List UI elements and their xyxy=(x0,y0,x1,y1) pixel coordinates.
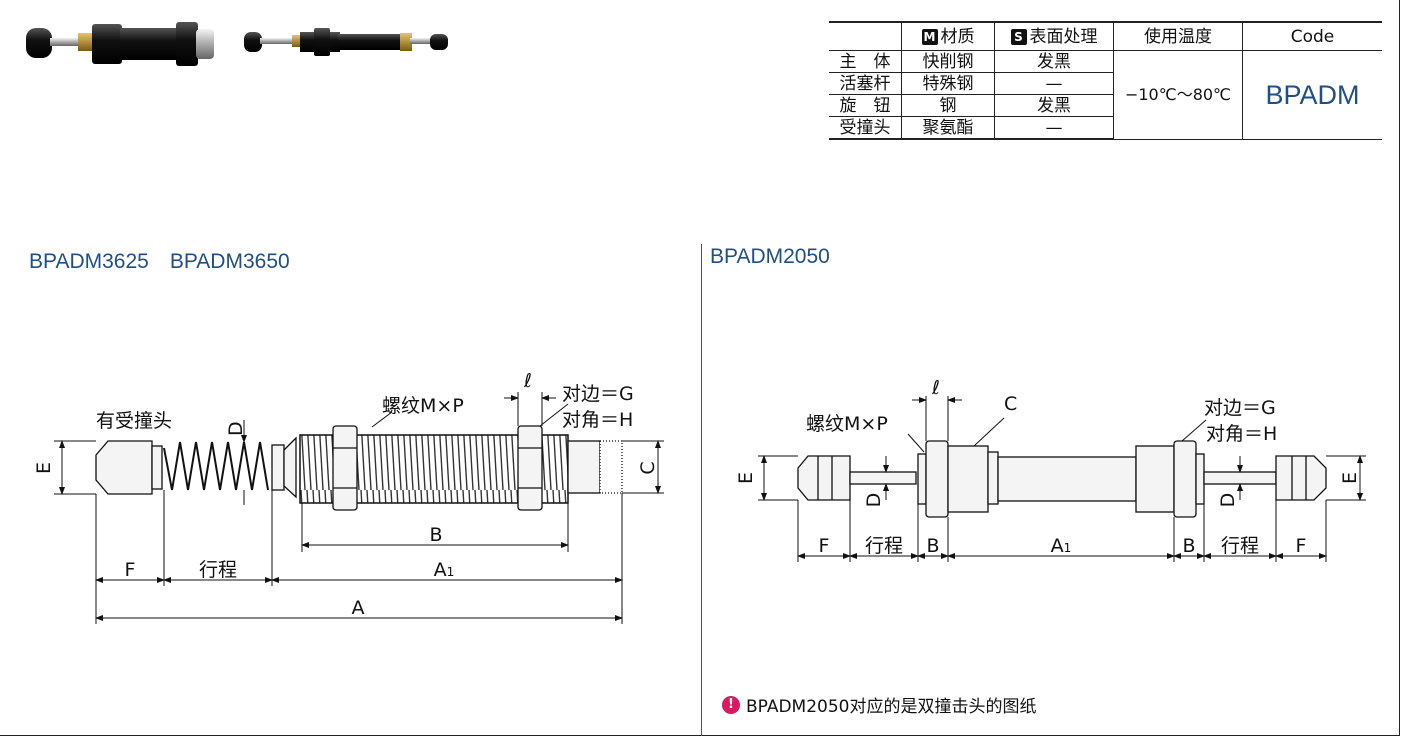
impact-head xyxy=(95,440,153,495)
hex-nut-1 xyxy=(332,425,358,511)
table-row: 主 体 快削钢 发黑 −10℃～80℃ BPADM xyxy=(829,50,1382,140)
left-shock-absorber-diagram: 有受撞头 螺纹M×P 对边＝G 对角＝H ℓ D E C B F 行程 A1 A xyxy=(33,370,664,624)
label-d-right: D xyxy=(1217,493,1239,508)
surface-badge-icon: S xyxy=(1010,28,1027,45)
note: ! BPADM2050对应的是双撞击头的图纸 xyxy=(722,692,1036,717)
exclamation-icon: ! xyxy=(722,695,740,714)
surface-cell: 发黑 xyxy=(994,50,1114,73)
header-temperature: 使用温度 xyxy=(1113,21,1243,51)
label-c: C xyxy=(637,461,659,474)
label-e-right: E xyxy=(1339,472,1361,484)
product-photo-large xyxy=(26,22,214,66)
temperature-cell: −10℃～80℃ xyxy=(1113,50,1243,140)
label-f: F xyxy=(819,535,830,557)
label-across-corners: 对角＝H xyxy=(1206,423,1277,445)
label-a1: A1 xyxy=(434,559,455,581)
label-stroke-right: 行程 xyxy=(1221,535,1259,557)
impact-head-right xyxy=(1275,455,1327,501)
product-photo-small xyxy=(244,28,448,56)
label-thread: 螺纹M×P xyxy=(806,413,888,435)
label-stroke: 行程 xyxy=(865,535,903,557)
label-d: D xyxy=(863,493,885,508)
impact-head-left xyxy=(797,455,851,501)
part-cell: 受撞头 xyxy=(829,116,902,140)
header-surface-label: 表面处理 xyxy=(1029,26,1098,47)
label-a: A xyxy=(352,597,365,619)
header-code: Code xyxy=(1242,21,1382,51)
label-e: E xyxy=(735,472,757,484)
surface-cell: — xyxy=(994,116,1114,140)
label-f-right: F xyxy=(1296,535,1307,557)
section-divider xyxy=(701,244,702,736)
material-cell: 特殊钢 xyxy=(901,72,995,95)
table-row: 活塞杆 特殊钢 — xyxy=(829,72,1382,95)
label-e: E xyxy=(33,462,55,474)
label-l: ℓ xyxy=(523,370,532,392)
label-c: C xyxy=(1004,393,1017,415)
label-b: B xyxy=(429,524,442,546)
spring xyxy=(163,441,269,491)
label-b-right: B xyxy=(1182,535,1195,557)
hex-nut-2 xyxy=(517,425,543,511)
label-across-corners: 对角＝H xyxy=(562,409,633,431)
material-cell: 聚氨酯 xyxy=(901,116,995,140)
label-a1: A1 xyxy=(1051,535,1072,557)
table-row: 旋 钮 钢 发黑 xyxy=(829,94,1382,117)
table-row: 受撞头 聚氨酯 — xyxy=(829,116,1382,140)
header-material-label: 材质 xyxy=(940,26,975,47)
label-across-flats: 对边＝G xyxy=(1204,397,1276,419)
right-section-title: BPADM2050 xyxy=(710,245,830,268)
label-f: F xyxy=(125,559,136,581)
label-thread: 螺纹M×P xyxy=(382,395,464,417)
label-across-flats: 对边＝G xyxy=(562,383,634,405)
label-b: B xyxy=(926,535,939,557)
label-l: ℓ xyxy=(931,377,940,399)
label-stroke: 行程 xyxy=(199,559,237,581)
right-shock-absorber-diagram: 螺纹M×P 对边＝G 对角＝H ℓ C D D E E F 行程 B A1 B … xyxy=(735,377,1366,562)
material-cell: 钢 xyxy=(901,94,995,117)
label-d: D xyxy=(225,421,247,436)
material-badge-icon: M xyxy=(921,28,938,45)
body-tube xyxy=(997,456,1137,502)
left-section-title: BPADM3625 BPADM3650 xyxy=(29,250,290,273)
code-cell: BPADM xyxy=(1242,50,1382,140)
note-text: BPADM2050对应的是双撞击头的图纸 xyxy=(746,697,1037,717)
surface-cell: 发黑 xyxy=(994,94,1114,117)
label-head: 有受撞头 xyxy=(96,410,172,432)
